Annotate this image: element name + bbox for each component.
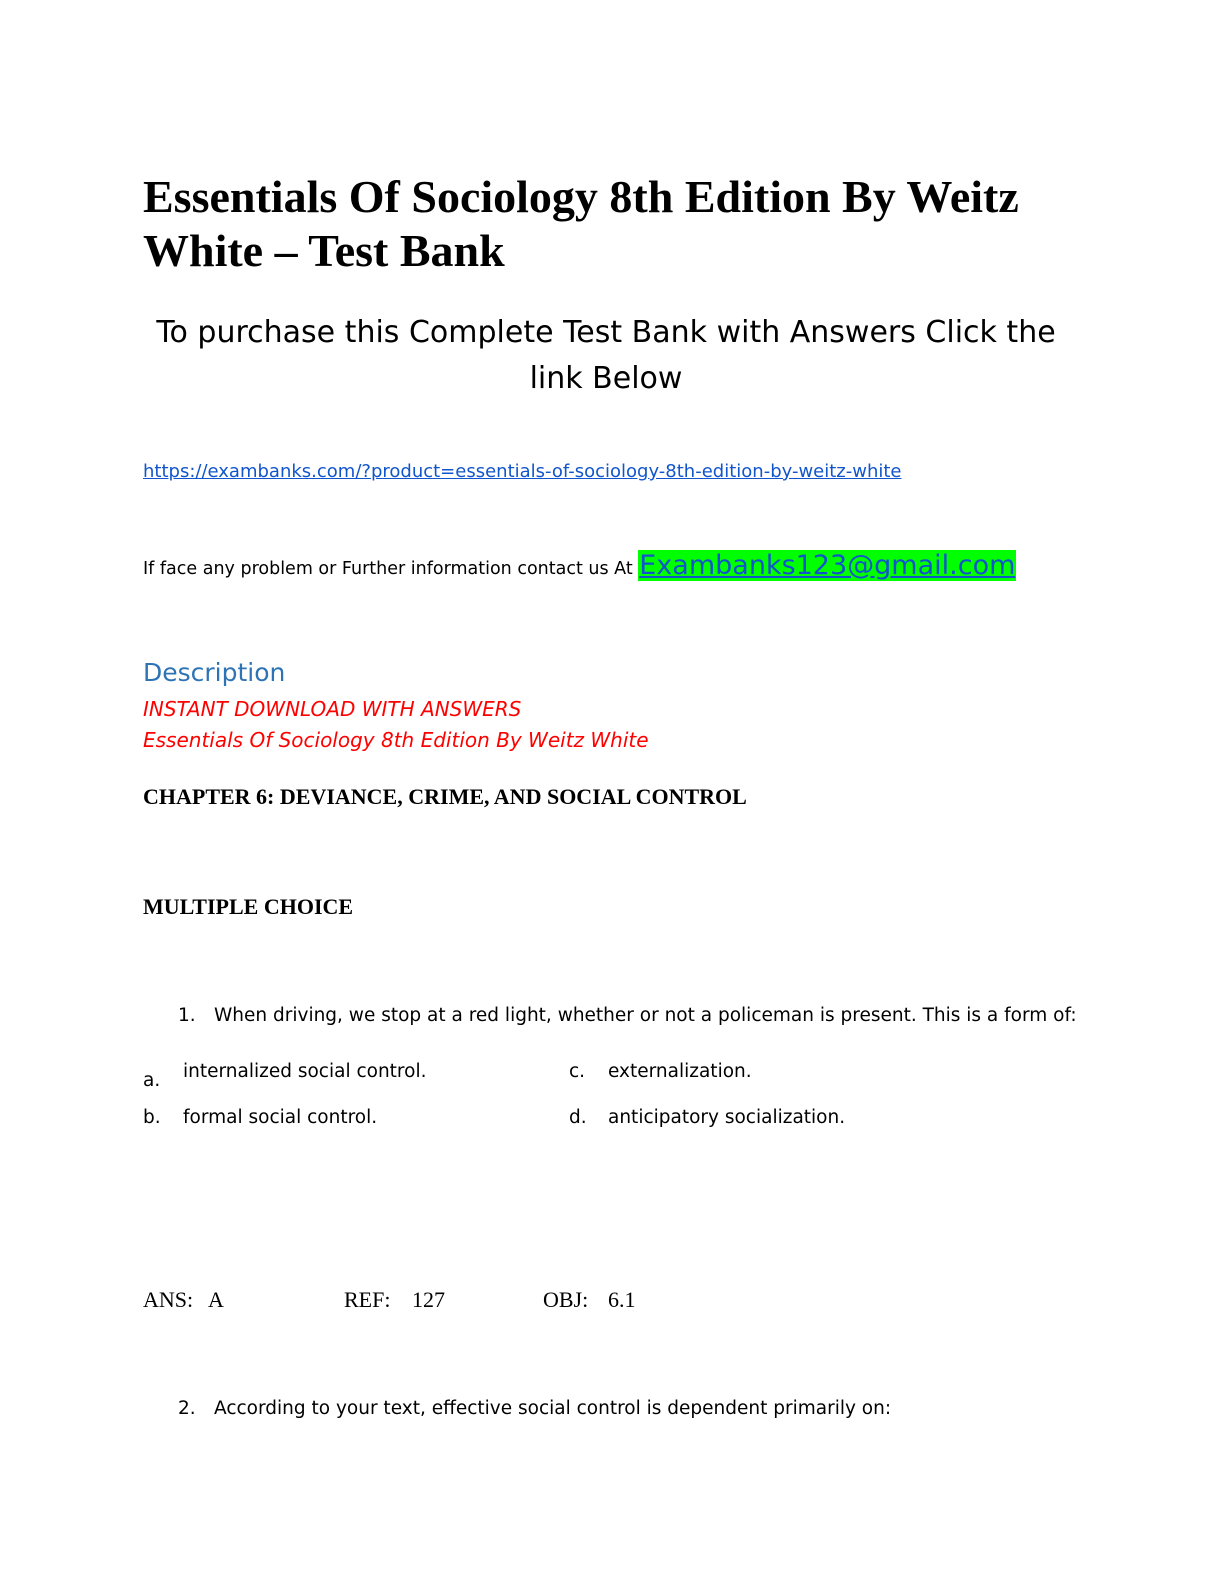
option-letter: a.: [143, 1070, 161, 1091]
obj-label: OBJ:: [543, 1287, 589, 1312]
option-letter: d.: [569, 1107, 587, 1128]
option-text: anticipatory socialization.: [608, 1107, 846, 1128]
question-text: According to your text, effective social…: [214, 1398, 892, 1419]
purchase-subtitle: To purchase this Complete Test Bank with…: [156, 315, 1056, 396]
option-text: formal social control.: [183, 1107, 378, 1128]
answer-label: ANS:: [143, 1287, 194, 1312]
option-letter: c.: [569, 1061, 586, 1082]
product-link[interactable]: https://exambanks.com/?product=essential…: [143, 461, 902, 482]
question-number: 2.: [178, 1398, 196, 1419]
option-letter: b.: [143, 1107, 161, 1128]
contact-email-link[interactable]: Exambanks123@gmail.com: [638, 550, 1017, 581]
contact-line: If face any problem or Further informati…: [143, 550, 1017, 581]
option-text: externalization.: [608, 1061, 752, 1082]
ref-value: 127: [412, 1287, 445, 1312]
ref-label: REF:: [344, 1287, 391, 1312]
obj-value: 6.1: [608, 1287, 636, 1312]
chapter-heading: CHAPTER 6: DEVIANCE, CRIME, AND SOCIAL C…: [143, 784, 747, 809]
question-text: When driving, we stop at a red light, wh…: [214, 1005, 1077, 1026]
contact-text: If face any problem or Further informati…: [143, 559, 639, 579]
description-heading: Description: [143, 658, 286, 687]
section-heading: MULTIPLE CHOICE: [143, 894, 354, 919]
description-book-title: Essentials Of Sociology 8th Edition By W…: [143, 728, 649, 752]
description-instant-download: INSTANT DOWNLOAD WITH ANSWERS: [143, 697, 522, 721]
answer-value: A: [208, 1287, 224, 1312]
question-number: 1.: [178, 1005, 196, 1026]
document-title: Essentials Of Sociology 8th Edition By W…: [143, 171, 1019, 276]
option-text: internalized social control.: [183, 1061, 427, 1082]
